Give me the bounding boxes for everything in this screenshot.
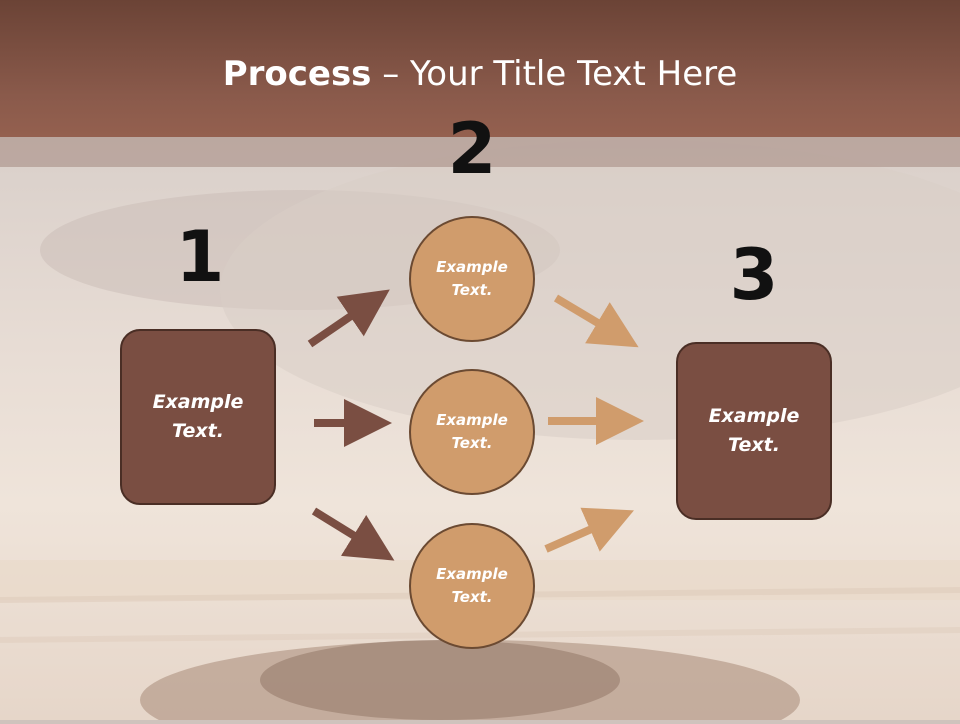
right-box-label: Example Text. <box>708 405 800 456</box>
arrow-right-down <box>553 294 639 348</box>
circle-top: Example Text. <box>409 216 535 342</box>
header-strip <box>0 137 960 167</box>
left-box-label: Example Text. <box>152 391 244 442</box>
slide-title: Process – Your Title Text Here <box>0 52 960 96</box>
step-number-3: 3 <box>729 234 779 316</box>
circle-middle-label: Example Text. <box>436 411 508 452</box>
title-rest: – Your Title Text Here <box>371 54 738 94</box>
header-band <box>0 0 960 137</box>
right-box: Example Text. <box>676 342 832 520</box>
arrow-left-up <box>307 289 390 348</box>
title-bold: Process <box>222 54 372 94</box>
circle-bottom: Example Text. <box>409 523 535 649</box>
arrow-left-down <box>311 507 395 561</box>
step-number-1: 1 <box>175 216 225 298</box>
circle-bottom-label: Example Text. <box>436 565 508 606</box>
circle-middle: Example Text. <box>409 369 535 495</box>
left-box: Example Text. <box>120 329 276 505</box>
step-number-2: 2 <box>447 108 497 190</box>
circle-top-label: Example Text. <box>436 258 508 299</box>
arrow-right-up <box>544 507 634 553</box>
